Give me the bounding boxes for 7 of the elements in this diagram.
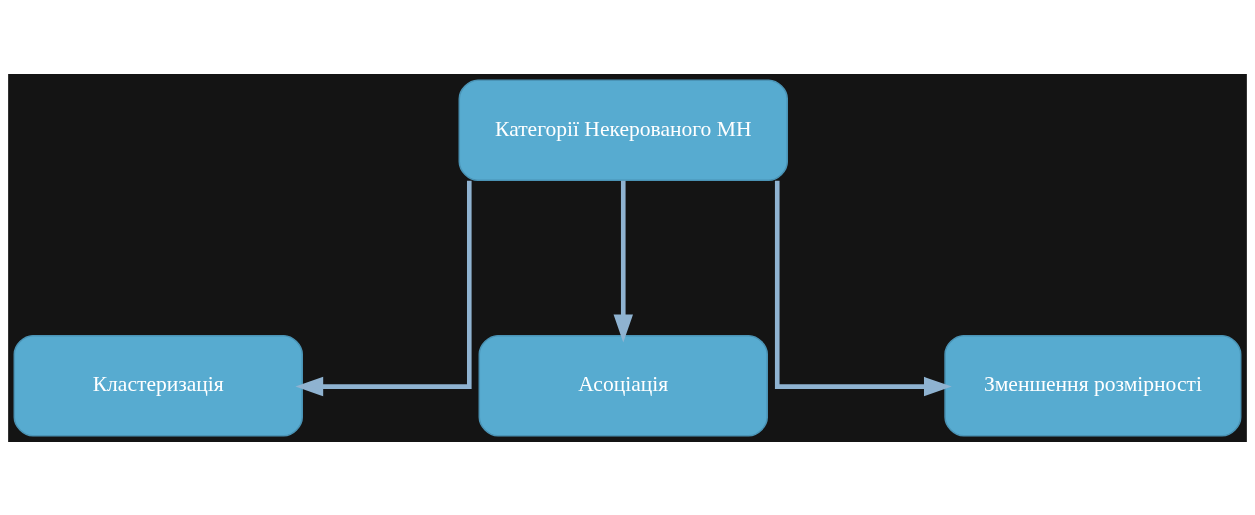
node-box: Зменшення розмірності <box>944 334 1242 437</box>
arrow <box>774 180 952 396</box>
node-box: Асоціація <box>478 334 768 437</box>
node-box: Категорії Некерованого МН <box>458 78 788 181</box>
arrow <box>613 180 633 342</box>
arrow <box>295 180 472 396</box>
node-box: Кластеризація <box>13 334 303 437</box>
